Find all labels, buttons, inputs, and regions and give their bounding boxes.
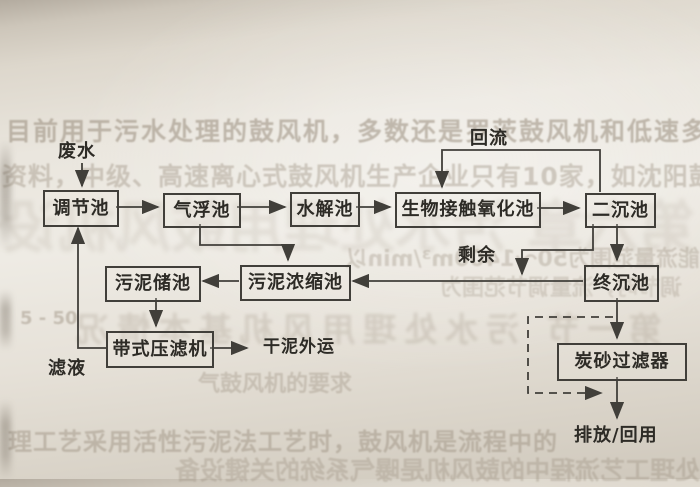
box-carbon-sand-filter: 炭砂过滤器	[557, 343, 687, 381]
box-air-flotation-tank: 气浮池	[163, 193, 241, 228]
wastewater-label: 废水	[58, 141, 96, 162]
page-edge-shadow	[0, 400, 11, 479]
box-bio-contact-oxidation-tank: 生物接触氧化池	[395, 192, 541, 228]
box-regulation-tank: 调节池	[43, 190, 119, 227]
box-sludge-storage-tank: 污泥储池	[105, 266, 201, 302]
connector-reflux-return	[434, 149, 601, 192]
box-secondary-sedimentation-tank: 二沉池	[585, 193, 656, 228]
box-sludge-thickening-tank: 污泥浓缩池	[240, 265, 351, 301]
page-edge-shadow	[0, 140, 11, 250]
page-edge-shadow	[0, 290, 11, 350]
reflux-label: 回流	[470, 128, 508, 149]
filtrate-label: 滤液	[48, 358, 86, 379]
box-final-sedimentation-tank: 终沉池	[584, 265, 659, 302]
dried-sludge-out-label: 干泥外运	[263, 337, 335, 357]
connector-filter-bypass-dashed	[527, 316, 613, 401]
connector-flotation-to-thickening	[199, 224, 296, 262]
discharge-reuse-label: 排放/回用	[574, 425, 658, 446]
box-belt-filter-press: 带式压滤机	[106, 331, 214, 368]
connector-filtrate-return	[70, 226, 106, 349]
surplus-label: 剩余	[458, 245, 496, 266]
connector-surplus-sludge	[514, 224, 594, 276]
box-hydrolysis-tank: 水解池	[290, 192, 360, 227]
